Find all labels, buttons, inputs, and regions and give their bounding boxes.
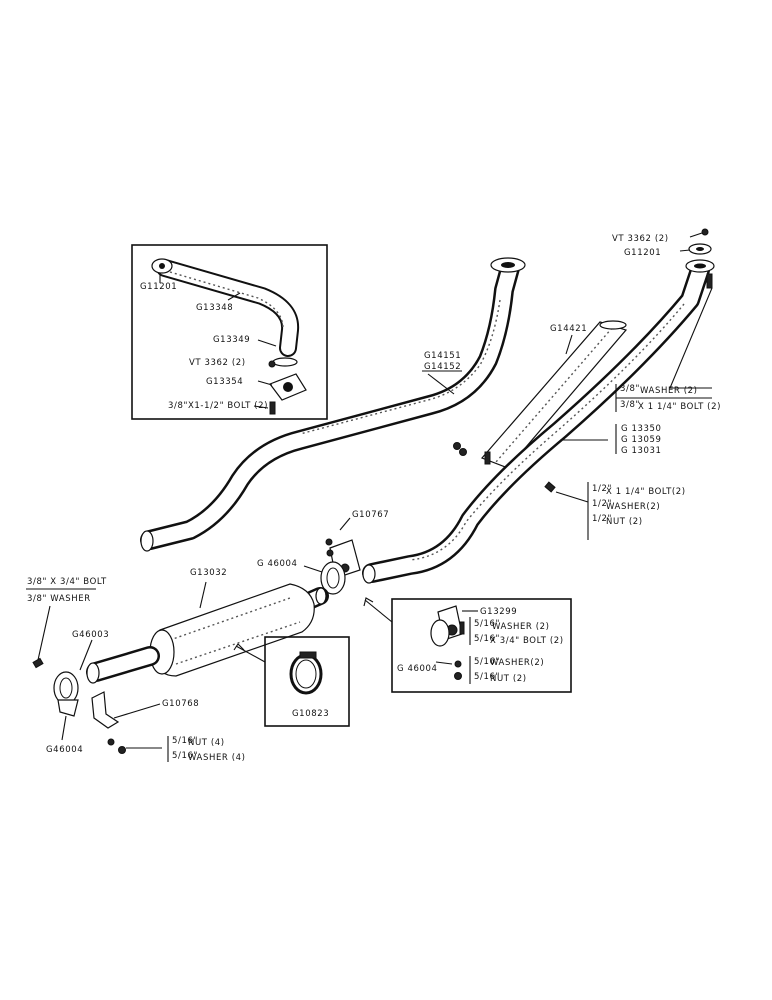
muffler: G13032	[86, 568, 329, 684]
label-g13031: G 13031	[621, 446, 662, 456]
label-bolt2-top-frac: 3/8"	[620, 400, 640, 410]
inset-bolt	[269, 401, 276, 415]
label-washer2-mid: WASHER(2)	[606, 502, 660, 512]
label-washer2-top-frac: 3/8"	[620, 384, 640, 394]
callout-mid-fasteners: 1/2" X 1 1/4" BOLT(2) 1/2" WASHER(2) 1/2…	[544, 481, 686, 540]
label-g13299: G13299	[480, 607, 517, 617]
left-nut-b	[118, 746, 126, 754]
label-nut2-mid-frac: 1/2"	[592, 514, 612, 524]
shield-nut-b	[459, 448, 467, 456]
label-bolt2-mid: X 1 1/4" BOLT(2)	[606, 487, 686, 497]
label-inset-g13349: G13349	[213, 335, 250, 345]
label-inset-vt3362: VT 3362 (2)	[189, 358, 246, 368]
label-g14152: G14152	[424, 362, 461, 372]
inset-bracket-ring	[430, 619, 450, 647]
label-g13032: G13032	[190, 568, 227, 578]
label-g13350: G 13350	[621, 424, 662, 434]
label-inset2-washer-frac: 5/16"	[474, 619, 500, 629]
top-bolt	[706, 273, 713, 289]
clamp-nut-a	[325, 538, 333, 546]
label-inset-g11201: G11201	[140, 282, 177, 292]
label-g14421: G14421	[550, 324, 587, 334]
label-g10823: G10823	[292, 709, 329, 719]
label-g14151: G14151	[424, 351, 461, 361]
label-g46003: G46003	[72, 630, 109, 640]
inset-box-frame	[131, 244, 328, 420]
label-g10768: G10768	[162, 699, 199, 709]
tail-pipe-end	[86, 662, 100, 684]
shield-bolt	[484, 451, 491, 465]
label-nut2-mid: NUT (2)	[606, 517, 643, 527]
inset-nut	[268, 360, 276, 368]
top-right-hardware: VT 3362 (2) G11201	[612, 228, 713, 289]
callout-pipe-group: G 13350 G 13059 G 13031	[560, 424, 662, 456]
label-bolt2-top: X 1 1/4" BOLT (2)	[638, 402, 721, 412]
clamp-band-tab	[299, 651, 317, 659]
left-bolt	[32, 657, 44, 669]
label-washer4-frac: 5/16"	[172, 751, 198, 761]
inset-clamp-g10823: G10823	[233, 636, 350, 727]
shield-nut-a	[453, 442, 461, 450]
label-inset2-bolt-frac: 5/16"	[474, 634, 500, 644]
label-bolt-left: 3/8" X 3/4" BOLT	[27, 577, 107, 587]
front-exhaust-pipe: G14151 G14152	[140, 257, 526, 552]
label-inset2-washer-b: WASHER(2)	[490, 658, 544, 668]
pipe-clamp-bracket: G10767 G 46004	[257, 510, 389, 595]
label-inset2-nut: NUT (2)	[490, 674, 527, 684]
inset-clamp-frame	[264, 636, 350, 727]
callout-top-right-fasteners: 3/8" WASHER (2) 3/8" X 1 1/4" BOLT (2)	[615, 287, 721, 412]
mid-bolt	[544, 481, 556, 493]
top-nut	[701, 228, 709, 236]
left-nut-a	[107, 738, 115, 746]
label-inset2-washer-b-frac: 5/16"	[474, 657, 500, 667]
label-nut4-frac: 5/16"	[172, 736, 198, 746]
label-inset-bolt: 3/8"X1-1/2" BOLT (2)	[168, 401, 268, 411]
rear-exhaust-pipe	[362, 259, 715, 584]
label-g10767: G10767	[352, 510, 389, 520]
bracket-g10768	[91, 691, 120, 729]
inset-nut-a	[454, 660, 462, 668]
label-vt3362-top: VT 3362 (2)	[612, 234, 669, 244]
label-g46004-left: G46004	[46, 745, 83, 755]
label-g11201-top: G11201	[624, 248, 661, 258]
rear-pipe-end	[362, 564, 376, 584]
inset-bracket-frame	[391, 598, 572, 693]
muffler-body	[152, 583, 315, 677]
label-bolt2-mid-frac: 1/2"	[592, 484, 612, 494]
left-clamp-foot	[57, 699, 79, 717]
label-washer2-top: WASHER (2)	[640, 386, 698, 396]
label-washer4: WASHER (4)	[188, 753, 246, 763]
label-washer2-mid-frac: 1/2"	[592, 499, 612, 509]
label-g46004-mid: G 46004	[257, 559, 298, 569]
label-inset-g13354: G13354	[206, 377, 243, 387]
inset-gasket	[272, 357, 298, 367]
label-nut4: NUT (4)	[188, 738, 225, 748]
inset-bracket-g13299: G13299 5/16" WASHER (2) 5/16" X 3/4" BOL…	[363, 597, 572, 693]
label-inset-g13348: G13348	[196, 303, 233, 313]
label-inset2-nut-frac: 5/16"	[474, 672, 500, 682]
inset-nut-b	[454, 672, 462, 680]
label-washer-left: 3/8" WASHER	[27, 594, 91, 604]
left-clamp-assembly: 3/8" X 3/4" BOLT 3/8" WASHER G46003 G460…	[26, 577, 246, 763]
inset-manifold-pipe: G11201 G13348 G13349 VT 3362 (2) G13354 …	[131, 244, 328, 420]
label-g13059: G 13059	[621, 435, 662, 445]
label-g46004-inset2: G 46004	[397, 664, 438, 674]
label-inset2-bolt: X 3/4" BOLT (2)	[490, 636, 564, 646]
label-inset2-washer: WASHER (2)	[492, 622, 550, 632]
front-pipe-end	[140, 530, 154, 552]
clamp-nut-b	[326, 549, 334, 557]
